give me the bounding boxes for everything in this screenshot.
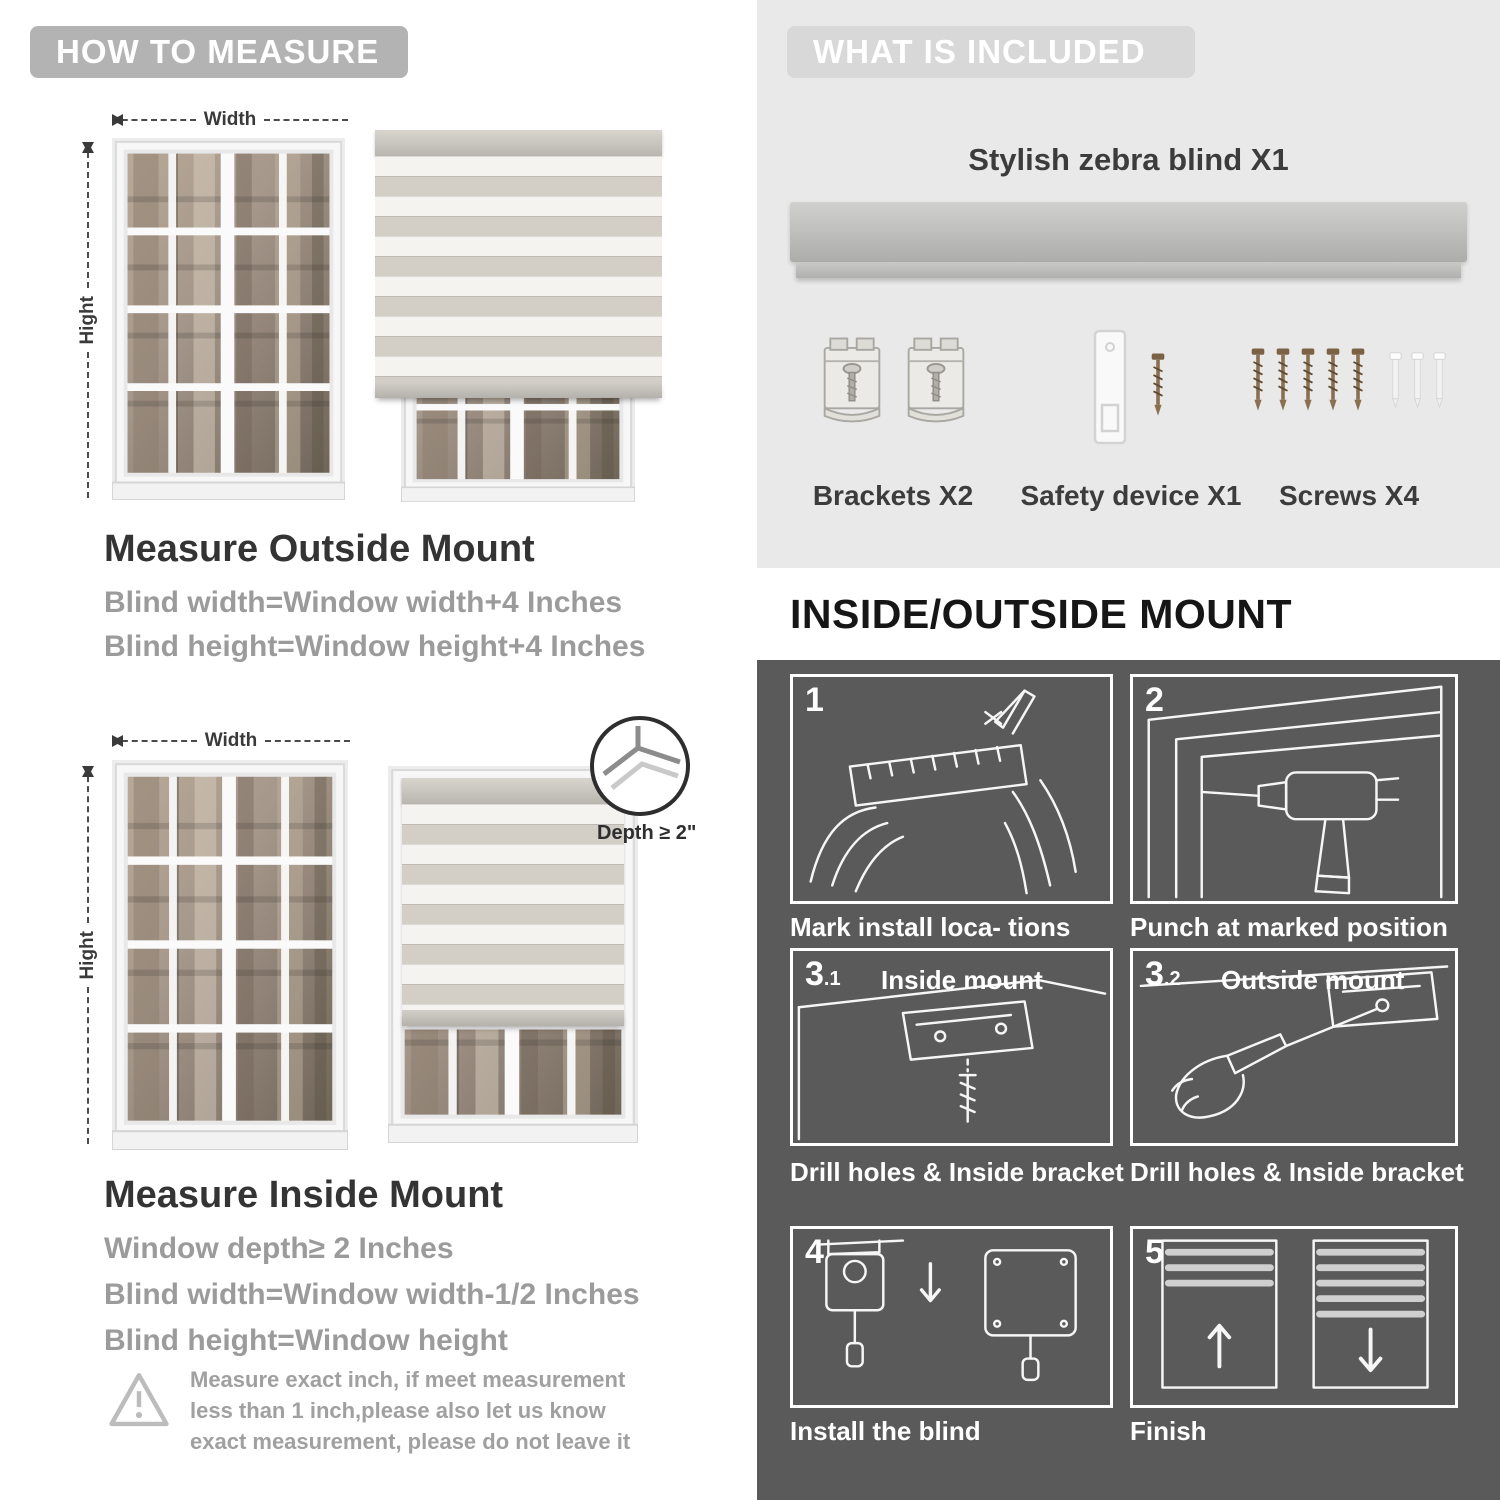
outside-mount-blind-figure [375,130,662,502]
outside-mount-rule: Blind height=Window height+4 Inches [104,630,646,663]
mount-instructions-section: 1 2 Mark install loca- tions Punch at ma… [757,660,1500,1500]
arrow-down-icon [82,142,94,153]
step-panel-4: 4 [790,1226,1113,1408]
blind-cassette [402,778,624,804]
safety-device-illustration [1087,328,1167,450]
measure-note-text: Measure exact inch, if meet measurement … [190,1367,631,1455]
inside-mount-blind-figure [388,766,638,1143]
blind-stripes [402,804,624,1010]
step-title: Outside mount [1221,965,1405,995]
step-caption: Install the blind [790,1416,981,1446]
step-caption: Drill holes & Inside bracket [790,1157,1124,1187]
step-caption: Finish [1130,1416,1207,1446]
depth-label: Depth ≥ 2" [597,822,697,844]
step1-illustration [809,689,1077,895]
step5-illustration [1161,1239,1429,1389]
step3-2-illustration [1139,965,1449,1119]
screw-icon [1349,344,1367,416]
step-number: 3.2 [1145,955,1181,993]
safety-device-icon [1093,329,1127,445]
screws-illustration [1249,344,1447,416]
height-arrow: Hight [76,142,100,499]
inside-mount-rule: Window depth≥ 2 Inches [104,1232,454,1265]
step-caption: Mark install loca- tions [790,912,1071,942]
height-label: Hight [77,930,98,980]
mount-title-band: INSIDE/OUTSIDE MOUNT [757,568,1500,660]
step-caption: Punch at marked position [1130,912,1448,942]
inside-mount-rule: Blind width=Window width-1/2 Inches [104,1278,640,1311]
screw-icon [1249,344,1267,416]
step-number: 2 [1145,681,1164,719]
window-illustration [112,138,345,500]
arrow-right-icon [112,114,123,126]
arrow-down-icon [82,766,94,777]
step-panel-2: 2 [1130,674,1458,904]
step-panel-5: 5 [1130,1226,1458,1408]
step2-illustration [1147,685,1443,899]
step-number: 4 [805,1233,824,1271]
width-label: Width [203,109,257,130]
blind-item-label: Stylish zebra blind X1 [968,142,1289,177]
height-arrow: Hight [76,766,100,1145]
width-arrow: Width [112,109,348,130]
measure-note: Measure exact inch, if meet measurement … [108,1364,678,1458]
width-arrow: Width [112,730,350,751]
blind-stripes [375,156,662,382]
step-number: 1 [805,681,824,719]
screws-label: Screws X4 [1278,480,1420,511]
how-to-measure-section: HOW TO MEASURE Width Hight Measure Outsi… [30,26,697,1458]
warning-icon [109,1372,169,1427]
anchor-icon [1432,349,1447,411]
zebra-blind-headrail-illustration [790,202,1467,278]
step-number: 3.1 [805,955,841,993]
step-title: Inside mount [881,965,1043,995]
inside-outside-mount-header: INSIDE/OUTSIDE MOUNT [790,590,1293,637]
step4-illustration [819,1239,1077,1382]
safety-device-label: Safety device X1 [1020,480,1242,511]
zebra-blind-illustration [402,778,624,1026]
step-number: 5 [1145,1233,1164,1271]
step-panel-3-1: 3.1 Inside mount [790,948,1113,1146]
zebra-blind-illustration [375,130,662,398]
window-illustration [112,760,348,1150]
anchor-icon [1410,349,1425,411]
blind-cassette [375,130,662,156]
brackets-label: Brackets X2 [812,480,974,511]
height-label: Hight [77,295,98,345]
step-caption: Drill holes & Inside bracket [1130,1157,1464,1187]
anchor-icon [1388,349,1403,411]
screw-icon [1149,342,1167,428]
how-to-measure-header: HOW TO MEASURE [30,26,408,78]
blind-bottom-rail [402,1010,624,1026]
step-panel-1: 1 [790,674,1113,904]
blind-bottom-rail [375,382,662,398]
screw-icon [1324,344,1342,416]
what-is-included-header: WHAT IS INCLUDED [787,26,1195,78]
step-panel-3-2: 3.2 Outside mount [1130,948,1458,1146]
step3-1-illustration [797,978,1107,1141]
arrow-right-icon [112,735,123,747]
bracket-icon [819,334,885,426]
outside-mount-rule: Blind width=Window width+4 Inches [104,586,623,619]
outside-mount-heading: Measure Outside Mount [104,528,535,570]
depth-detail-icon [590,716,690,816]
what-is-included-section: WHAT IS INCLUDED Stylish zebra blind X1 … [757,0,1500,568]
screw-icon [1274,344,1292,416]
bracket-icon [903,334,969,426]
inside-mount-rule: Blind height=Window height [104,1324,508,1357]
brackets-illustration [819,334,969,426]
inside-mount-heading: Measure Inside Mount [104,1174,504,1216]
screw-icon [1299,344,1317,416]
width-label: Width [204,730,258,751]
